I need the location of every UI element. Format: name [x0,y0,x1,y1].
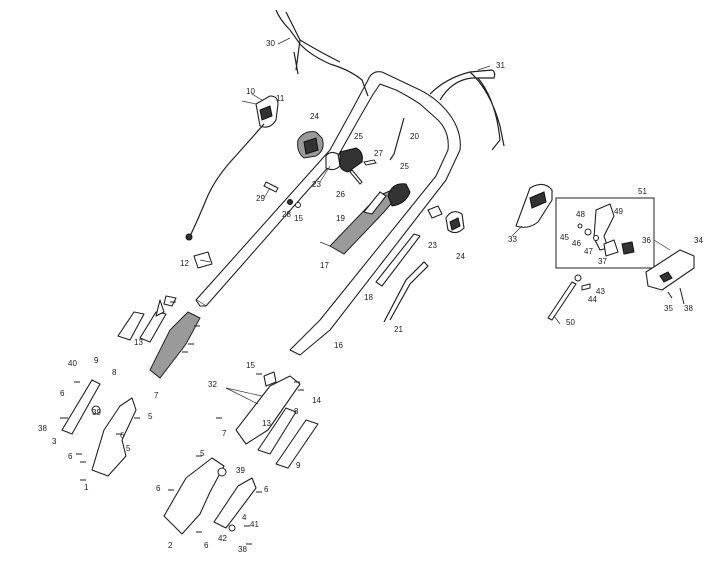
lower-left-assembly [61,295,201,477]
callout-31: 31 [496,61,505,70]
callout-10: 10 [246,87,255,96]
callout-1: 1 [84,483,89,492]
callout-26: 26 [336,190,345,199]
callout-27: 27 [374,149,383,158]
callout-24: 24 [456,252,465,261]
callout-15: 15 [294,214,303,223]
rod-21 [383,261,429,323]
callout-45: 45 [560,233,569,242]
callout-38: 38 [684,304,693,313]
callout-9: 9 [296,461,301,470]
callout-labels: 30 31 10 11 24 25 20 27 25 23 26 29 28 1… [38,39,703,554]
callout-41: 41 [250,520,259,529]
callout-17: 17 [320,261,329,270]
handle-bar-31 [429,69,505,151]
callout-42: 42 [218,534,227,543]
knob-24-top [297,131,324,159]
callout-21: 21 [394,325,403,334]
callout-30: 30 [266,39,275,48]
shaft-50 [547,274,591,321]
callout-39: 39 [92,408,101,417]
bracket-34 [645,249,695,305]
callout-29: 29 [256,194,265,203]
nut-28 [287,199,301,208]
callout-13: 13 [134,338,143,347]
clip-12 [193,251,213,269]
callout-36: 36 [642,236,651,245]
callout-25: 25 [400,162,409,171]
cable-assembly [185,95,279,241]
rod-20 [389,117,405,161]
callout-9: 9 [94,356,99,365]
callout-39: 39 [236,466,245,475]
callout-49: 49 [614,207,623,216]
bolts [60,301,304,545]
callout-24: 24 [310,112,319,121]
callout-43: 43 [596,287,605,296]
callout-33: 33 [508,235,517,244]
callout-18: 18 [364,293,373,302]
callout-8: 8 [112,368,117,377]
callout-38: 38 [238,545,247,554]
callout-8: 8 [294,407,299,416]
callout-6: 6 [204,541,209,550]
callout-46: 46 [572,239,581,248]
upper-clamp-assembly [325,147,377,185]
callout-48: 48 [576,210,585,219]
knob-25-right [387,183,411,207]
knob-23-24-right [427,205,465,234]
callout-3: 3 [52,437,57,446]
callout-12: 12 [180,259,189,268]
callout-13: 13 [262,419,271,428]
callout-19: 19 [336,214,345,223]
callout-6: 6 [60,389,65,398]
callout-11: 11 [276,94,285,103]
callout-44: 44 [588,295,597,304]
callout-51: 51 [638,187,647,196]
callout-7: 7 [154,391,159,400]
knob-33 [515,183,553,228]
callout-4: 4 [242,513,247,522]
callout-23: 23 [428,241,437,250]
callout-6: 6 [156,484,161,493]
bracket-17-19 [319,189,397,255]
callout-23: 23 [312,180,321,189]
callout-14: 14 [312,396,321,405]
handle-bar-30 [275,9,369,97]
bar-18 [375,233,421,287]
callout-6: 6 [120,431,125,440]
callout-25: 25 [354,132,363,141]
callout-5: 5 [126,444,131,453]
leader-lines [199,37,671,405]
callout-5: 5 [148,412,153,421]
callout-40: 40 [68,359,77,368]
callout-20: 20 [410,132,419,141]
callout-6: 6 [264,485,269,494]
callout-35: 35 [664,304,673,313]
callout-28: 28 [282,210,291,219]
callout-15: 15 [246,361,255,370]
callout-47: 47 [584,247,593,256]
callout-34: 34 [694,236,703,245]
lower-right-assembly [163,371,319,535]
upper-handle [195,71,461,356]
callout-6: 6 [68,452,73,461]
callout-38: 38 [38,424,47,433]
callout-16: 16 [334,341,343,350]
callout-7: 7 [222,429,227,438]
kit-box-51 [555,197,655,269]
callout-5: 5 [200,449,205,458]
callout-2: 2 [168,541,173,550]
callout-37: 37 [598,257,607,266]
pin-29 [263,181,279,193]
callout-32: 32 [208,380,217,389]
callout-50: 50 [566,318,575,327]
